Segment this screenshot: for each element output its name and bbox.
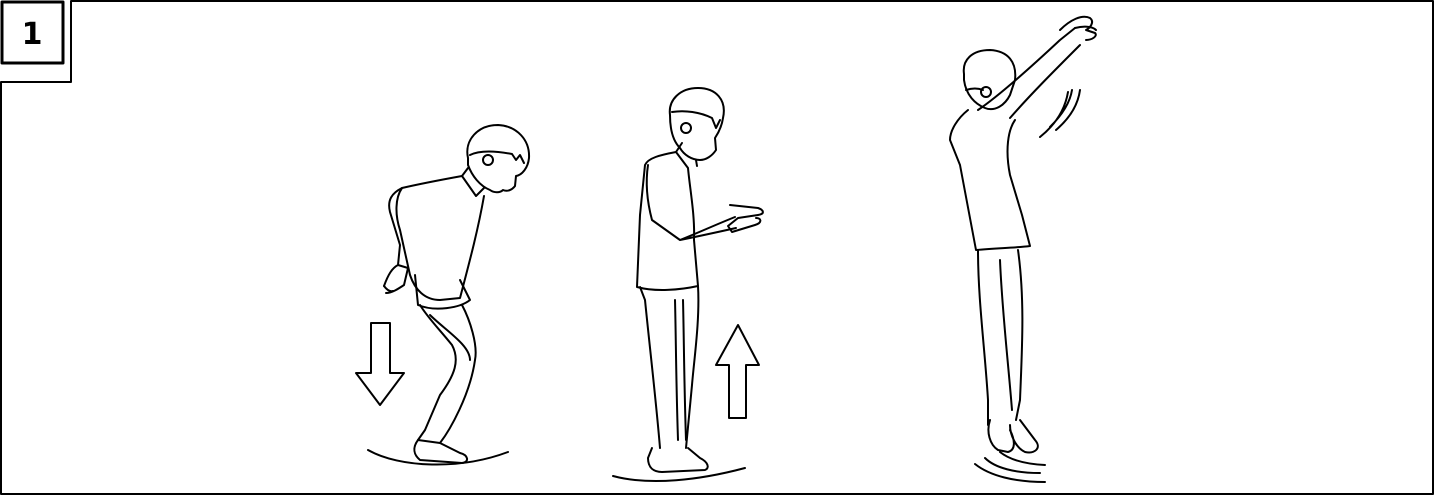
feet bbox=[648, 448, 708, 472]
rising-figure bbox=[613, 88, 763, 481]
motion-lines bbox=[1040, 90, 1080, 137]
feet bbox=[988, 420, 1037, 452]
ground-line bbox=[613, 468, 745, 481]
down-arrow bbox=[356, 323, 404, 405]
feet bbox=[414, 440, 467, 463]
back-leg bbox=[430, 315, 470, 360]
head-outline bbox=[964, 50, 1016, 109]
crouching-figure bbox=[356, 125, 529, 465]
torso bbox=[396, 176, 484, 300]
ground-line bbox=[368, 450, 508, 465]
motion-lines-bottom bbox=[975, 452, 1045, 482]
front-leg bbox=[418, 305, 476, 443]
torso bbox=[950, 110, 1030, 250]
step-number: 1 bbox=[22, 17, 43, 52]
head-outline bbox=[467, 125, 529, 192]
ear bbox=[483, 155, 493, 165]
pants bbox=[640, 286, 698, 448]
ear bbox=[981, 87, 991, 97]
hair-line bbox=[672, 111, 720, 128]
jumping-figure bbox=[950, 17, 1096, 482]
up-arrow bbox=[716, 325, 759, 418]
ear bbox=[681, 123, 691, 133]
hair-line bbox=[470, 152, 524, 164]
